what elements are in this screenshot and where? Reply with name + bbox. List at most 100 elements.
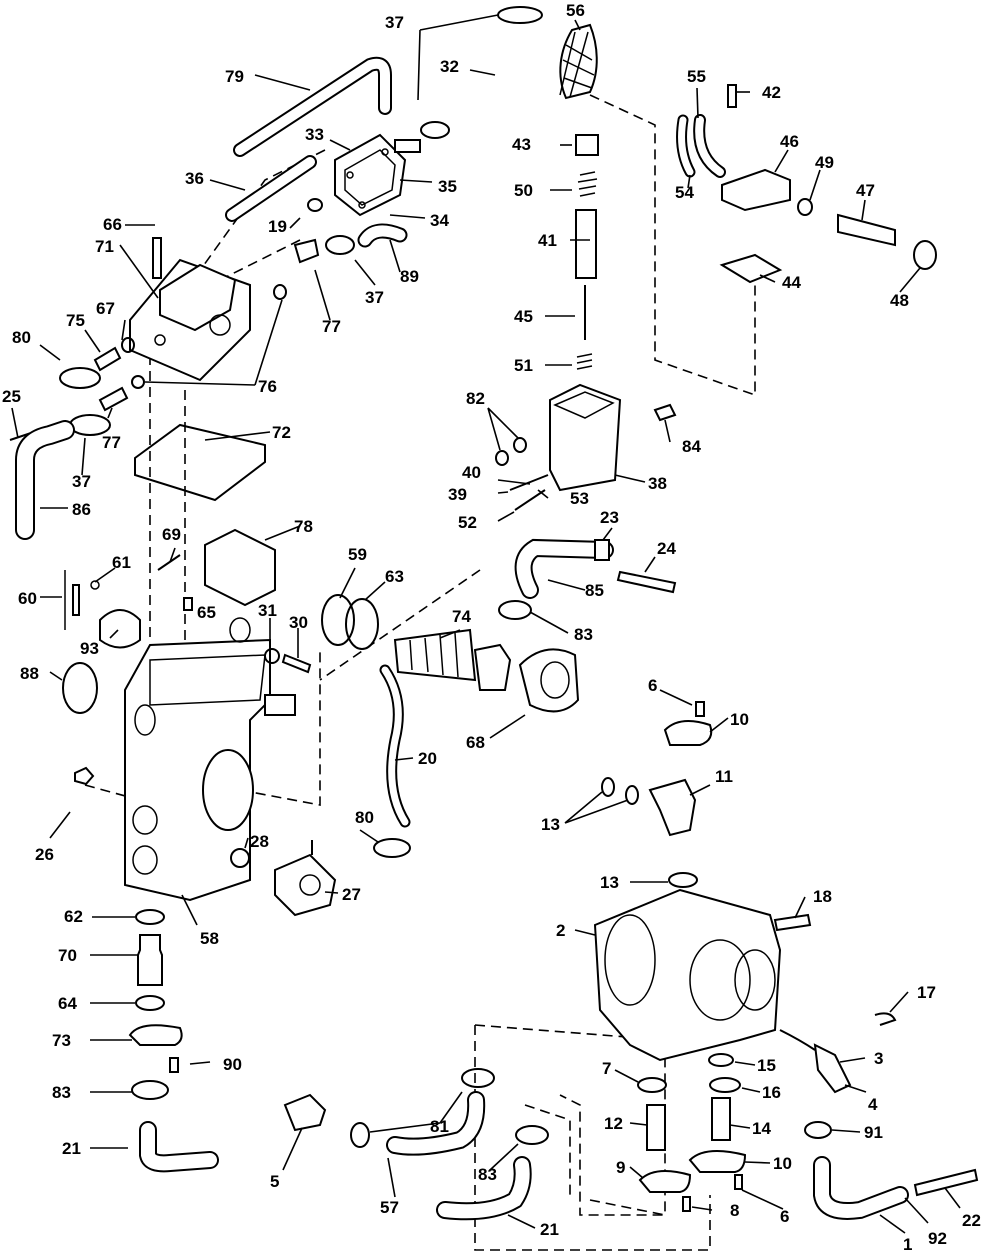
- callout-25: 25: [2, 387, 21, 406]
- callout-83: 83: [52, 1083, 71, 1102]
- callout-6: 6: [780, 1207, 789, 1226]
- part-47-body: [837, 213, 896, 247]
- callout-37: 37: [385, 13, 404, 32]
- part-8-screw: [682, 1196, 691, 1212]
- part-15-o-ring: [708, 1053, 734, 1067]
- callout-68: 68: [466, 733, 485, 752]
- part-10-gasket-upper: [663, 720, 713, 746]
- part-66-screw: [152, 237, 162, 279]
- callout-8: 8: [730, 1201, 739, 1220]
- part-62-o-ring: [135, 909, 165, 925]
- part-55-hose: [693, 114, 726, 178]
- part-16-o-ring: [709, 1077, 741, 1093]
- callout-73: 73: [52, 1031, 71, 1050]
- part-38-pump-body: [549, 383, 622, 492]
- part-84-screw: [653, 403, 677, 422]
- part-10-gasket-lower: [688, 1150, 747, 1173]
- callout-62: 62: [64, 907, 83, 926]
- callout-92: 92: [928, 1229, 947, 1248]
- callout-46: 46: [780, 132, 799, 151]
- part-60-needle-valve: [64, 570, 100, 630]
- part-9-gasket: [638, 1170, 692, 1193]
- callout-61: 61: [112, 553, 131, 572]
- part-75-fitting: [93, 346, 122, 372]
- callout-50: 50: [514, 181, 533, 200]
- callout-40: 40: [462, 463, 481, 482]
- part-6-screw-upper: [695, 701, 705, 717]
- callout-55: 55: [687, 67, 706, 86]
- callout-43: 43: [512, 135, 531, 154]
- callout-84: 84: [682, 437, 701, 456]
- callout-91: 91: [864, 1123, 883, 1142]
- part-18-screw: [773, 913, 812, 932]
- part-68-cap: [518, 648, 580, 713]
- part-2-fuel-pump-assembly: [593, 888, 782, 1062]
- part-76-o-ring-lower: [131, 375, 145, 389]
- callout-86: 86: [72, 500, 91, 519]
- part-63-o-ring: [345, 598, 379, 650]
- callout-9: 9: [616, 1158, 625, 1177]
- callout-69: 69: [162, 525, 181, 544]
- part-41-sleeve: [575, 209, 597, 279]
- part-28-o-ring: [230, 848, 250, 868]
- part-23-clamp: [594, 539, 610, 561]
- callout-70: 70: [58, 946, 77, 965]
- part-13-o-ring-a: [601, 777, 615, 797]
- callout-22: 22: [962, 1211, 981, 1230]
- callout-45: 45: [514, 307, 533, 326]
- part-59-seal: [321, 594, 355, 646]
- part-22-fitting: [913, 1168, 979, 1197]
- callout-64: 64: [58, 994, 77, 1013]
- callout-10: 10: [730, 710, 749, 729]
- part-14-fitting: [711, 1097, 731, 1141]
- part-83-clamp-right: [515, 1125, 549, 1145]
- part-65-screw: [183, 597, 193, 611]
- part-5-fitting: [283, 1093, 327, 1132]
- part-83-clamp-mid: [461, 1068, 495, 1088]
- part-39-pin: [509, 474, 549, 491]
- callout-20: 20: [418, 749, 437, 768]
- part-24-fitting: [616, 570, 677, 594]
- callout-12: 12: [604, 1114, 623, 1133]
- callout-72: 72: [272, 423, 291, 442]
- callout-76: 76: [258, 377, 277, 396]
- callout-49: 49: [815, 153, 834, 172]
- callout-77: 77: [322, 317, 341, 336]
- part-90-screw: [169, 1057, 179, 1073]
- callout-60: 60: [18, 589, 37, 608]
- part-79-hose: [233, 56, 392, 157]
- part-80-clamp-lower: [373, 838, 411, 858]
- part-42-screw: [727, 84, 737, 108]
- part-56-sleeve: [559, 23, 598, 100]
- part-13-o-ring-c: [668, 872, 698, 888]
- callout-52: 52: [458, 513, 477, 532]
- part-83-clamp-left: [131, 1080, 169, 1100]
- callout-34: 34: [430, 211, 449, 230]
- callout-85: 85: [585, 581, 604, 600]
- callout-36: 36: [185, 169, 204, 188]
- part-44-plate: [719, 253, 783, 284]
- callout-2: 2: [556, 921, 565, 940]
- callout-21: 21: [62, 1139, 81, 1158]
- callout-54: 54: [675, 183, 694, 202]
- part-64-o-ring: [135, 995, 165, 1011]
- callout-93: 93: [80, 639, 99, 658]
- callout-56: 56: [566, 1, 585, 20]
- part-6-screw-lower: [734, 1174, 743, 1190]
- part-3-wire: [779, 1029, 816, 1051]
- callout-13: 13: [600, 873, 619, 892]
- callout-7: 7: [602, 1059, 611, 1078]
- callout-48: 48: [890, 291, 909, 310]
- callout-17: 17: [917, 983, 936, 1002]
- callout-66: 66: [103, 215, 122, 234]
- callout-13: 13: [541, 815, 560, 834]
- callout-32: 32: [440, 57, 459, 76]
- part-52-pin: [514, 489, 546, 511]
- part-57-hose: [386, 1091, 486, 1156]
- callout-23: 23: [600, 508, 619, 527]
- callout-78: 78: [294, 517, 313, 536]
- part-36-tube: [225, 155, 317, 222]
- callout-19: 19: [268, 217, 287, 236]
- part-81-clamp: [350, 1122, 370, 1148]
- part-13-o-ring-b: [625, 785, 639, 805]
